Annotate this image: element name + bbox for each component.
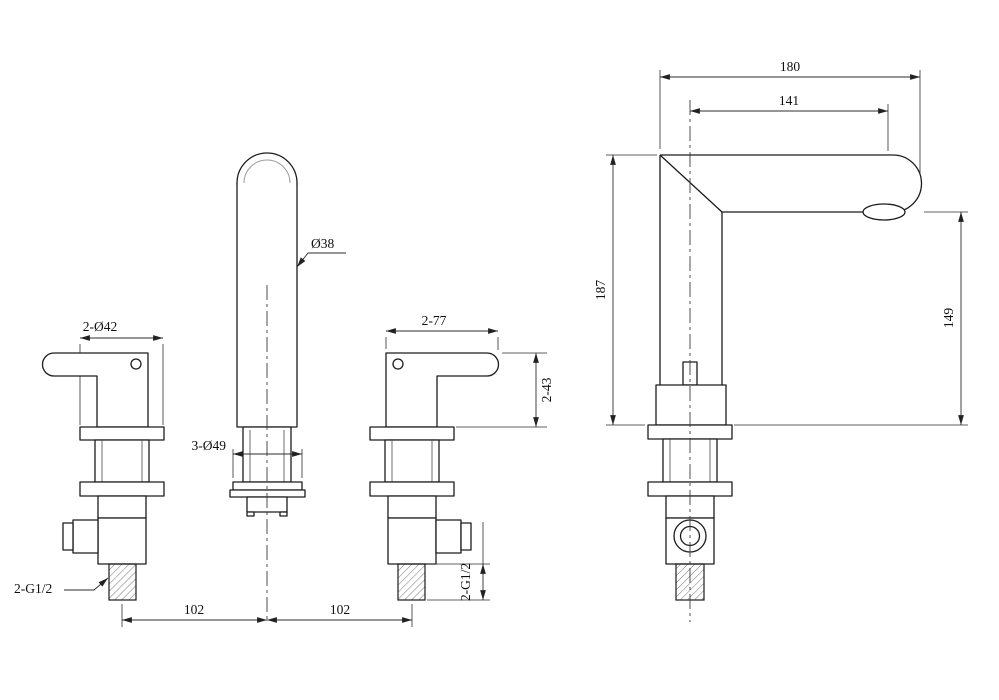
dim-handle-length: 2-77 (385, 313, 499, 350)
right-handle-pin (392, 358, 404, 370)
left-side-valve (72, 519, 99, 554)
front-left-handle (41, 352, 165, 601)
dim-spout-height: 187 (593, 154, 657, 426)
right-handle-escutcheon (369, 426, 455, 441)
dim-spout-height-label: 187 (593, 280, 608, 301)
dim-base-escutcheon-label: 3-Ø49 (192, 438, 227, 453)
right-side-valve (435, 519, 462, 554)
dim-spout-diameter-label: Ø38 (311, 236, 334, 251)
dim-left-thread-label: 2-G1/2 (14, 581, 52, 596)
dim-base-escutcheon: 3-Ø49 (192, 438, 303, 478)
side-view: 180 141 187 149 (593, 59, 968, 622)
left-handle-escutcheon (79, 426, 165, 441)
left-handle-lever (41, 352, 149, 428)
dim-handle-height-label: 2-43 (539, 377, 554, 402)
dim-right-thread-label: 2-G1/2 (458, 563, 473, 601)
dim-spout-reach: 141 (690, 93, 889, 151)
right-threaded-tail (397, 563, 426, 601)
front-view: 2-Ø42 Ø38 2-77 2-43 3-Ø49 (14, 152, 554, 627)
dim-outlet-height: 149 (734, 211, 968, 426)
dim-handle-diameter: 2-Ø42 (80, 319, 163, 341)
dim-spout-diameter: Ø38 (296, 236, 346, 268)
dim-overall-depth: 180 (659, 59, 921, 175)
dim-handle-diameter-label: 2-Ø42 (83, 319, 118, 334)
dim-left-spacing-label: 102 (184, 602, 204, 617)
side-body (647, 154, 923, 601)
bend-miter-line (659, 154, 723, 213)
dim-handle-length-label: 2-77 (422, 313, 447, 328)
right-handle-lever (385, 352, 500, 428)
front-right-handle (369, 352, 500, 601)
dim-right-spacing-label: 102 (330, 602, 350, 617)
left-threaded-tail (108, 563, 137, 601)
front-spout (229, 152, 306, 517)
aerator (862, 203, 906, 221)
dim-hole-spacing: 102 102 (121, 602, 413, 627)
left-handle-pin (130, 358, 142, 370)
dim-handle-height: 2-43 (456, 352, 554, 428)
dim-right-thread: 2-G1/2 (427, 522, 490, 601)
dim-outlet-height-label: 149 (941, 308, 956, 329)
spout-end-cap (892, 154, 923, 213)
dim-spout-reach-label: 141 (779, 93, 799, 108)
dim-overall-depth-label: 180 (780, 59, 801, 74)
dim-left-thread: 2-G1/2 (14, 577, 109, 596)
